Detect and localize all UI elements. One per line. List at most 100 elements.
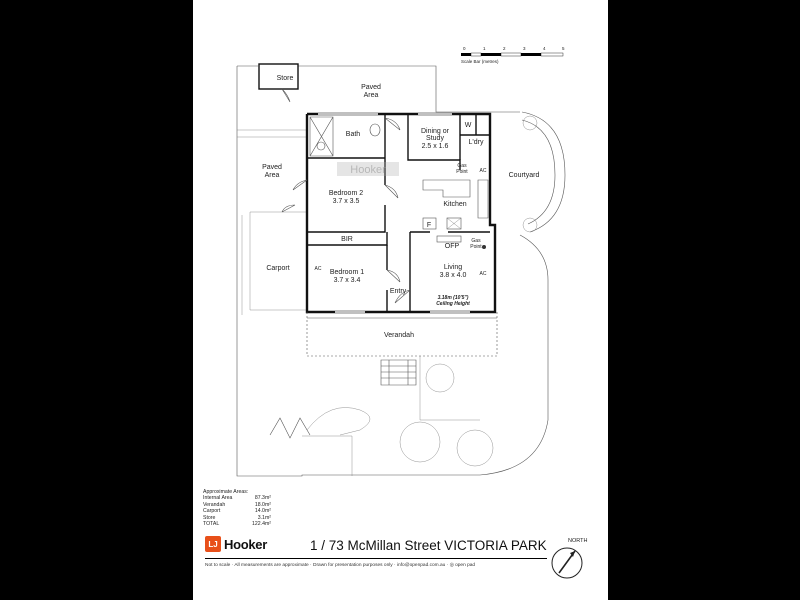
tree-2 <box>399 421 441 463</box>
verandah-outline <box>306 312 498 357</box>
fireplace <box>436 235 462 243</box>
scale-tick: 4 <box>543 46 546 51</box>
tree-3 <box>456 429 494 467</box>
areas-heading: Approximate Areas: <box>203 489 249 495</box>
ceiling-height-2: Ceiling Height <box>436 301 470 307</box>
gas-point-living-1: Gas <box>471 238 481 244</box>
brand-logo: LJ Hooker <box>205 535 283 553</box>
tree-4 <box>522 115 538 131</box>
windows-bottom-lines <box>335 310 470 314</box>
property-address: 1 / 73 McMillan Street VICTORIA PARK <box>310 538 547 553</box>
dining-label-2: Study <box>426 135 444 142</box>
bedroom2-label: Bedroom 2 <box>329 190 363 197</box>
bath-label: Bath <box>346 131 361 138</box>
ac-kitchen: AC <box>480 168 487 174</box>
tree-1 <box>425 363 455 393</box>
w-label: W <box>465 122 472 129</box>
brand-name: Hooker <box>224 536 267 552</box>
wall-laundry <box>459 114 490 160</box>
f-label: F <box>427 222 431 229</box>
carport-label: Carport <box>266 265 289 272</box>
scale-tick: 3 <box>523 46 526 51</box>
gas-point-kitchen-2: Point <box>456 169 468 175</box>
bedroom1-label: Bedroom 1 <box>330 269 364 276</box>
gas-point-living-2: Point <box>470 244 482 250</box>
verandah-label: Verandah <box>384 332 414 339</box>
kitchen-island <box>422 179 471 198</box>
door-entry <box>394 289 411 304</box>
fence-bottom <box>302 435 353 476</box>
bedroom1-dim: 3.7 x 3.4 <box>334 277 361 284</box>
carport-boundary <box>249 211 307 311</box>
footer-rule <box>205 558 547 559</box>
store-room <box>258 63 299 90</box>
entry-label: Entry <box>390 288 407 295</box>
scale-bar: 0 1 2 3 4 5 Scale Bar (metres) <box>461 44 571 66</box>
door-bed1 <box>386 269 401 283</box>
scale-tick: 5 <box>562 46 565 51</box>
scale-tick: 0 <box>463 46 466 51</box>
courtyard-label: Courtyard <box>509 172 540 179</box>
door-carport <box>281 204 296 213</box>
gas-point-kitchen-1: Gas <box>457 163 467 169</box>
floor-plan-sheet: Hooker Store Paved Area Bath Dining or S… <box>193 0 608 600</box>
paved-area-left-2: Area <box>265 172 280 179</box>
watermark-box <box>337 162 399 176</box>
basin <box>316 141 326 151</box>
paved-area-top-1: Paved <box>361 84 381 91</box>
courtyard-curve-inner <box>521 119 556 225</box>
wall-dining <box>407 114 461 170</box>
north-arrow-icon <box>544 537 590 583</box>
bir-label: BIR <box>341 236 353 243</box>
door-bed2 <box>384 184 399 199</box>
tree-5 <box>522 217 538 233</box>
path-right <box>419 356 480 421</box>
door-bath <box>384 117 401 131</box>
paved-area-left-1: Paved <box>262 164 282 171</box>
store-door <box>281 88 291 103</box>
living-label: Living <box>444 264 462 271</box>
bedroom2-dim: 3.7 x 3.5 <box>333 198 360 205</box>
brand-mark: LJ <box>205 536 221 552</box>
ac-bed1: AC <box>315 266 322 272</box>
watermark: Hooker <box>350 164 386 176</box>
wall-bed2 <box>307 158 386 233</box>
wall-bath-inner <box>309 116 334 157</box>
property-boundary <box>236 66 549 477</box>
wall-bath <box>307 114 386 159</box>
scale-tick: 2 <box>503 46 506 51</box>
footer-disclaimer: Not to scale · All measurements are appr… <box>205 563 476 568</box>
gate <box>269 417 311 439</box>
dining-dim: 2.5 x 1.6 <box>422 143 449 150</box>
floor-plan: Hooker Store Paved Area Bath Dining or S… <box>236 63 566 477</box>
courtyard-curve <box>521 111 566 233</box>
cooktop-x <box>446 217 462 230</box>
kitchen-label: Kitchen <box>443 201 466 208</box>
garden-bed <box>306 407 371 436</box>
ofp-label: OFP <box>445 243 460 250</box>
ceiling-height-1: 3.18m (10'5") <box>438 295 469 301</box>
laundry-label: L'dry <box>469 139 484 146</box>
cooktop <box>446 217 462 230</box>
windows-top-lines <box>318 112 452 116</box>
fridge-box <box>422 217 437 230</box>
dining-label-1: Dining or <box>421 128 450 135</box>
door-side <box>292 179 308 191</box>
ac-living: AC <box>480 271 487 277</box>
living-dim: 3.8 x 4.0 <box>440 272 467 279</box>
toilet <box>369 123 381 137</box>
store-label: Store <box>277 75 294 82</box>
front-steps <box>380 359 417 386</box>
scale-tick: 1 <box>483 46 486 51</box>
north-label: NORTH <box>568 538 588 544</box>
paved-area-top-2: Area <box>364 92 379 99</box>
kitchen-bench <box>477 179 489 219</box>
gas-point-living <box>482 245 486 249</box>
boundary-top-right <box>298 65 520 113</box>
